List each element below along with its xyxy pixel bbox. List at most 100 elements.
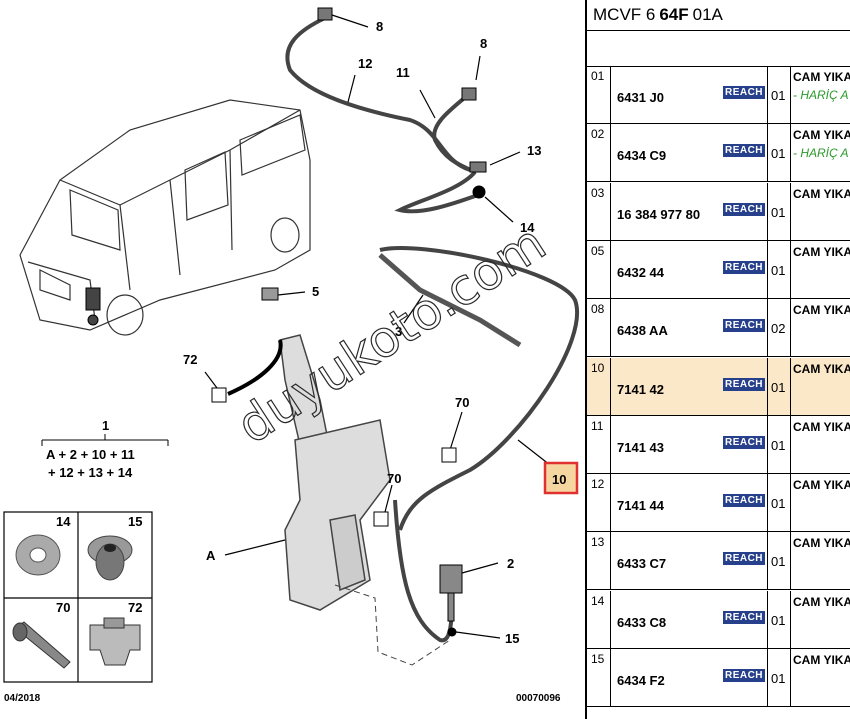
row-index: 03 [587, 182, 611, 240]
row-qty: 02 [768, 299, 791, 357]
diagram-date: 04/2018 [4, 693, 41, 704]
row-qty: 01 [768, 182, 791, 240]
row-description: CAM YIKA [793, 478, 850, 493]
callout-2: 2 [507, 556, 514, 571]
row-desc-cell: CAM YIKA [791, 591, 850, 648]
reach-badge: REACH [723, 202, 765, 216]
pump-2 [439, 564, 463, 637]
part-number[interactable]: 6431 J0 [617, 90, 664, 105]
row-description: CAM YIKA [793, 653, 850, 667]
row-desc-cell: CAM YIKA [791, 299, 850, 356]
row-description: CAM YIKA [793, 128, 850, 143]
van-illustration [19, 99, 311, 336]
parts-diagram: 8 12 11 8 13 14 5 3 72 70 70 10 2 15 A 1… [3, 7, 579, 704]
callout-13: 13 [527, 143, 541, 158]
part-number[interactable]: 7141 42 [617, 381, 664, 397]
part-number[interactable]: 6433 C8 [617, 614, 667, 630]
row-desc-cell: CAM YIKA [791, 183, 850, 240]
row-qty: 01 [768, 649, 791, 706]
leader-lines [204, 14, 551, 639]
row-index: 08 [587, 299, 611, 357]
callout-11: 11 [396, 65, 410, 80]
callout-70-upper: 70 [455, 395, 469, 410]
legend-label-15: 15 [128, 514, 142, 529]
row-ref-cell: 6438 AA REACH [611, 299, 768, 357]
part-number[interactable]: 6434 C9 [617, 148, 667, 164]
row-desc-cell: CAM YIKA [791, 532, 850, 589]
row-ref-cell: 7141 43 REACH [611, 415, 768, 473]
row-qty: 01 [768, 124, 791, 182]
reservoir-tank [279, 334, 391, 611]
blade-strip [378, 253, 522, 348]
formula-top: 1 [102, 418, 109, 433]
part-number[interactable]: 7141 44 [617, 498, 664, 514]
row-index: 13 [587, 532, 611, 590]
header-suffix: 01A [692, 5, 723, 24]
row-index: 15 [587, 649, 611, 706]
callout-14: 14 [520, 220, 535, 235]
callout-12: 12 [358, 56, 372, 71]
row-desc-cell: CAM YIKA [791, 416, 850, 473]
part-number[interactable]: 6433 C7 [617, 556, 667, 572]
part-number[interactable]: 6438 AA [617, 323, 668, 339]
row-index: 05 [587, 240, 611, 298]
ref-square-markers [211, 387, 457, 527]
row-qty: 01 [768, 590, 791, 648]
row-qty: 01 [768, 474, 791, 532]
reach-badge: REACH [723, 86, 765, 99]
row-description: CAM YIKA [793, 419, 850, 434]
row-index: 10 [587, 357, 611, 415]
part-number[interactable]: 6432 44 [617, 264, 664, 280]
row-desc-cell: CAM YIKA [791, 474, 850, 531]
callout-72: 72 [183, 352, 197, 367]
callout-10: 10 [552, 472, 566, 487]
reach-badge: REACH [723, 319, 765, 333]
reach-badge: REACH [723, 435, 765, 449]
row-index: 11 [587, 415, 611, 473]
legend-label-72: 72 [128, 600, 142, 615]
washer-14-icon [15, 534, 61, 576]
reach-badge: REACH [723, 260, 765, 274]
callout-3: 3 [395, 324, 402, 339]
row-qty: 01 [768, 240, 791, 298]
formula-line-1: A + 2 + 10 + 11 [46, 447, 135, 462]
hardware-legend [3, 511, 153, 683]
callout-A: A [206, 548, 216, 563]
callout-5: 5 [312, 284, 319, 299]
row-index: 14 [587, 590, 611, 648]
clip-5 [261, 287, 279, 301]
row-desc-cell: CAM YIKA [791, 358, 850, 415]
callout-8-top: 8 [376, 19, 383, 34]
row-description: CAM YIKA [793, 536, 850, 551]
row-description: CAM YIKA [793, 594, 850, 609]
row-description: CAM YIKA [793, 361, 850, 376]
part-number[interactable]: 6434 F2 [617, 673, 665, 688]
legend-label-70: 70 [56, 600, 70, 615]
grommet-15-icon [87, 535, 133, 581]
part-number[interactable]: 7141 43 [617, 439, 664, 455]
reach-badge: REACH [723, 552, 765, 566]
callout-70-lower: 70 [387, 471, 401, 486]
part-number[interactable]: 16 384 977 80 [617, 206, 701, 222]
callout-10-highlight-box [543, 461, 579, 495]
row-description: CAM YIKA [793, 70, 850, 84]
clip-72-arc [227, 339, 283, 396]
row-qty: 01 [768, 532, 791, 590]
nozzle-parts [317, 7, 487, 199]
